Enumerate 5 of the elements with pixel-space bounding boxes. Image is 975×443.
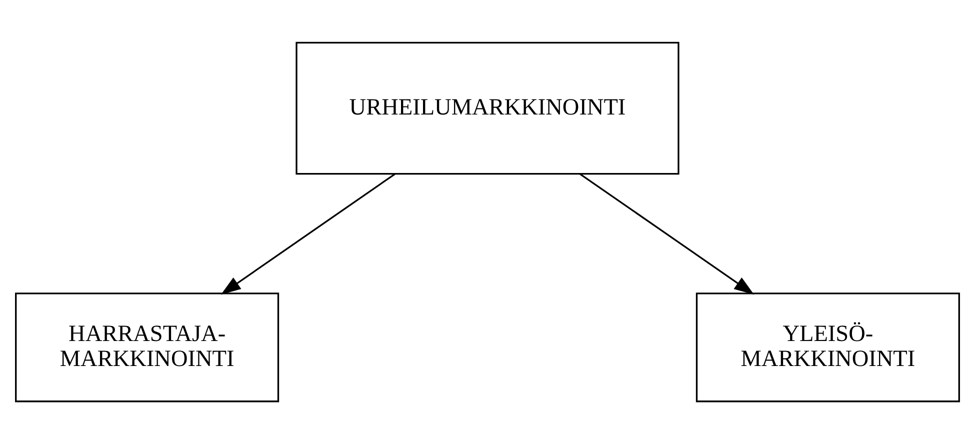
node-box: YLEISÖ- MARKKINOINTI [696,292,960,402]
arrow [220,172,396,294]
arrow [580,172,754,294]
node-box: HARRASTAJA- MARKKINOINTI [15,292,280,402]
node-box: URHEILUMARKKINOINTI [296,41,680,174]
